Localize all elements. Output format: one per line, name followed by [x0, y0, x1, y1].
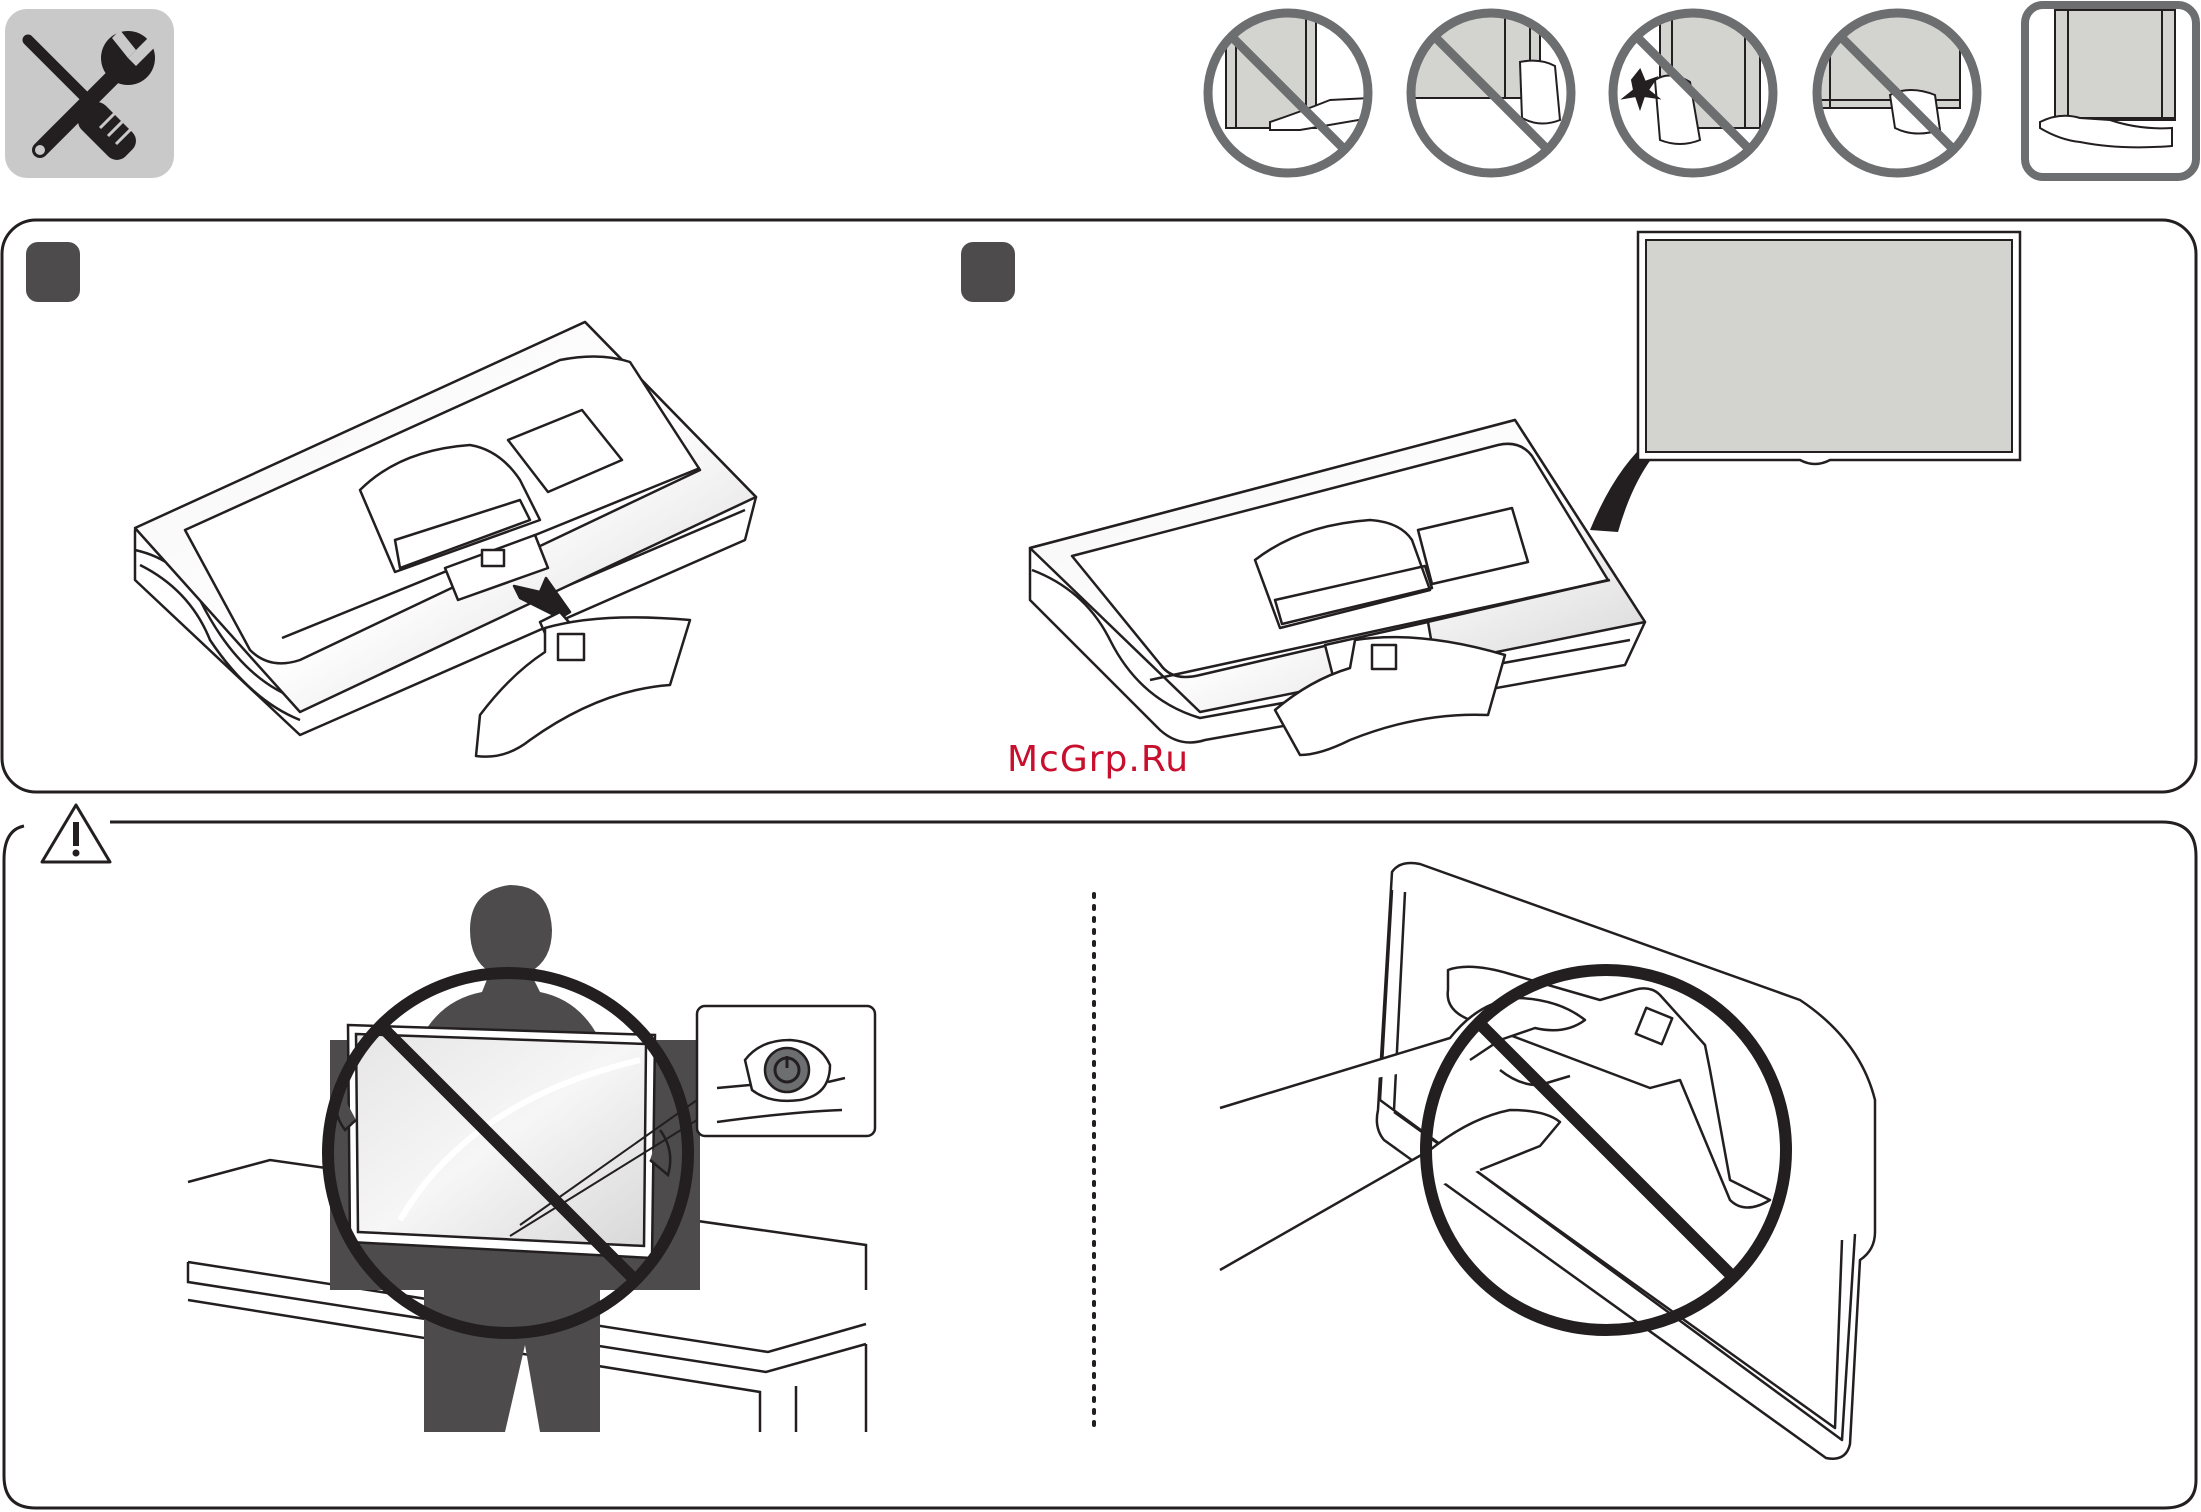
upright-tv-illustration [1638, 232, 2020, 464]
warning-triangle-icon [42, 805, 110, 862]
support-from-below-icon [2025, 5, 2196, 177]
step-2-illustration [1030, 420, 1645, 755]
hold-by-stand-illustration [1220, 863, 1875, 1459]
handling-icons [1208, 5, 2196, 177]
no-hold-bottom-corner-icon [1817, 8, 1977, 173]
tools-icon [5, 9, 174, 178]
step-1-badge [26, 242, 80, 302]
no-hold-bottom-edge-icon [1208, 8, 1370, 173]
watermark-text: McGrp.Ru [1007, 739, 1189, 780]
no-pinch-panel-icon [1613, 8, 1773, 173]
no-grip-side-icon [1410, 8, 1571, 173]
step-1-illustration [135, 322, 756, 757]
carry-tv-wrong-illustration [188, 885, 875, 1432]
step-2-badge [961, 242, 1015, 302]
